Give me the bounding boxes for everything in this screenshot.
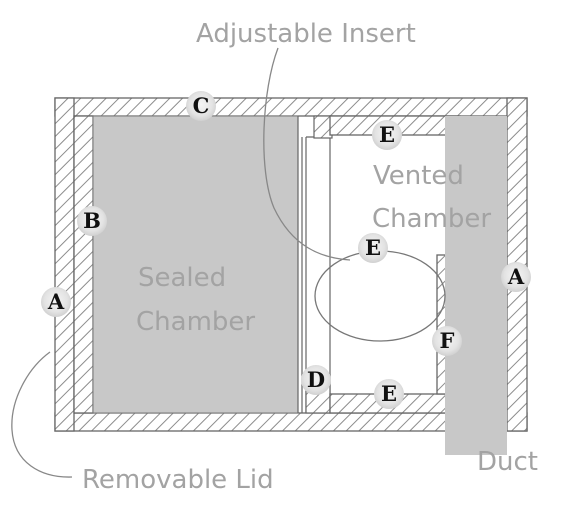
callout-e-top: E [372,120,402,150]
duct-label: Duct [477,447,538,477]
removable-lid-leader [11,351,73,478]
left-wall-lid [54,97,75,432]
callout-f: F [432,326,462,356]
duct [445,116,507,455]
adjustable-insert-leader [263,47,351,261]
vented-chamber-label-line2: Chamber [372,204,491,234]
callout-e-bottom: E [374,379,404,409]
svg-text:B: B [83,208,101,233]
callout-c: C [186,91,216,121]
removable-lid-label: Removable Lid [82,465,274,495]
svg-text:E: E [365,235,381,260]
sealed-chamber-label-line2: Chamber [136,307,255,337]
vented-chamber-label-line1: Vented [373,161,464,191]
callout-b: B [77,206,107,236]
callout-a-right: A [501,262,531,292]
callout-a-left: A [41,287,71,317]
driver-ellipse [314,250,446,342]
inner-left-panel [73,115,94,414]
adjustable-insert-label: Adjustable Insert [196,19,416,49]
sealed-chamber-label-line1: Sealed [138,263,226,293]
svg-text:A: A [47,289,65,314]
callout-e-mid: E [358,233,388,263]
svg-text:A: A [507,264,525,289]
callout-d: D [301,365,331,395]
svg-text:F: F [440,328,455,353]
cabinet-walls [54,97,528,432]
top-wall [54,97,528,117]
sealed-chamber [92,115,299,414]
svg-text:E: E [381,381,397,406]
svg-text:E: E [379,122,395,147]
svg-text:C: C [193,93,210,118]
svg-text:D: D [307,367,325,392]
callout-markers: A A B C D E E E [41,91,531,409]
